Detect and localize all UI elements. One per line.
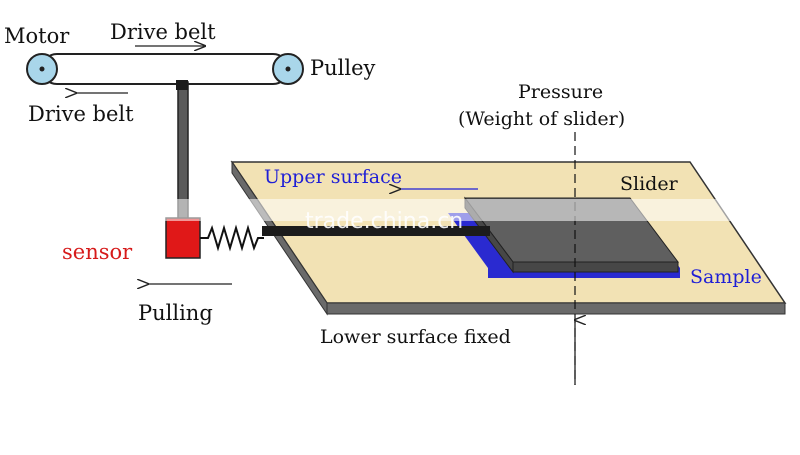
weight-label: (Weight of slider) — [458, 108, 625, 130]
sample-label: Sample — [690, 266, 762, 288]
drive-belt-top-label: Drive belt — [110, 20, 216, 44]
upper-surface-label: Upper surface — [264, 166, 402, 188]
drive-belt-bottom-label: Drive belt — [28, 102, 134, 126]
pressure-label: Pressure — [518, 81, 603, 103]
pulley-wheel — [272, 53, 304, 85]
pulley-label: Pulley — [310, 56, 376, 80]
motor-pulley — [26, 53, 58, 85]
motor-label: Motor — [4, 24, 70, 48]
drive-belt — [41, 53, 289, 85]
spring — [200, 224, 264, 252]
watermark-band — [160, 199, 735, 221]
pull-rod — [262, 226, 490, 236]
slider-label: Slider — [620, 173, 679, 195]
belt-clamp — [176, 80, 188, 90]
sensor-block — [165, 217, 201, 259]
sensor-label: sensor — [62, 240, 133, 264]
pulling-label: Pulling — [138, 301, 213, 325]
watermark-text: trade.china.cn — [305, 209, 463, 234]
lower-surface-label: Lower surface fixed — [320, 326, 511, 348]
